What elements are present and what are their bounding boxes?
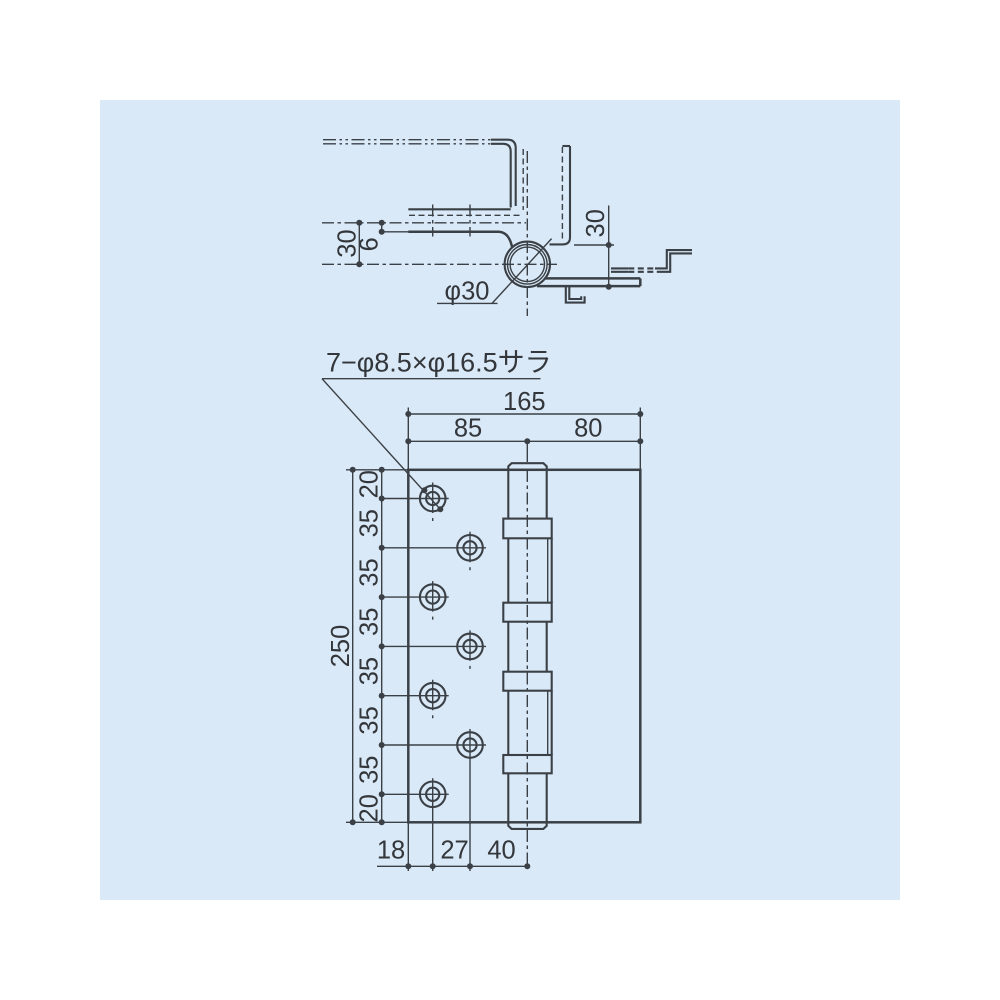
- hinge-barrel: [502, 441, 553, 867]
- pin-cap-top: [507, 462, 548, 470]
- hole-note-label: 7−φ8.5×φ16.5サラ: [326, 348, 552, 378]
- pin-cap-bottom: [507, 822, 548, 830]
- screw-hole: [381, 630, 486, 669]
- screw-holes: [381, 482, 486, 871]
- dim-6: 6: [356, 219, 410, 251]
- dim-30-right: 30: [574, 205, 614, 290]
- screw-hole: [381, 581, 449, 620]
- door-leaf-section: [322, 204, 526, 248]
- dim-width: 165 85 80: [405, 388, 644, 470]
- frame-jamb: [549, 144, 572, 246]
- dim-250-label: 250: [327, 625, 355, 668]
- chain-dim-label: 20: [356, 470, 384, 498]
- screw-hole: [381, 729, 486, 871]
- dim-80-label: 80: [574, 415, 602, 443]
- screw-hole: [381, 482, 449, 521]
- section-view: 30 6 30 φ30: [322, 138, 692, 316]
- dim-height-chain: 20 35 35 35 35 35 35 20: [356, 466, 385, 826]
- dim-27-label: 27: [440, 837, 468, 865]
- chain-dim-label: 35: [356, 509, 384, 537]
- dim-165-label: 165: [503, 388, 546, 416]
- dim-height-total: 250: [327, 466, 409, 826]
- dim-phi30: φ30: [437, 238, 553, 306]
- front-view: 7−φ8.5×φ16.5サラ 165 85 80 250: [321, 348, 644, 871]
- screw-hole: [381, 778, 449, 871]
- chain-dim-label: 20: [356, 794, 384, 822]
- dim-bottom-chain: 18 27 40: [377, 822, 531, 871]
- dim-6-label: 6: [356, 237, 384, 251]
- frame-channel: [323, 138, 524, 216]
- screw-hole: [381, 679, 449, 719]
- dim-18-label: 18: [377, 837, 405, 865]
- dim-30-left-label: 30: [334, 229, 362, 257]
- dim-85-label: 85: [454, 415, 482, 443]
- dim-40-label: 40: [487, 837, 515, 865]
- chain-dim-label: 35: [356, 657, 384, 685]
- dim-phi30-label: φ30: [445, 278, 490, 306]
- mating-leaf-section: [537, 249, 692, 304]
- dim-30-right-label: 30: [582, 209, 610, 237]
- dim-30-left: 30: [334, 219, 363, 268]
- chain-dim-label: 35: [356, 608, 384, 636]
- leaf-hook: [564, 287, 586, 304]
- screw-hole: [381, 531, 486, 571]
- chain-dim-label: 35: [356, 558, 384, 586]
- chain-dim-label: 35: [356, 756, 384, 784]
- drawing-panel: [100, 100, 900, 900]
- hole-note: 7−φ8.5×φ16.5サラ: [321, 348, 552, 513]
- chain-dim-label: 35: [356, 706, 384, 734]
